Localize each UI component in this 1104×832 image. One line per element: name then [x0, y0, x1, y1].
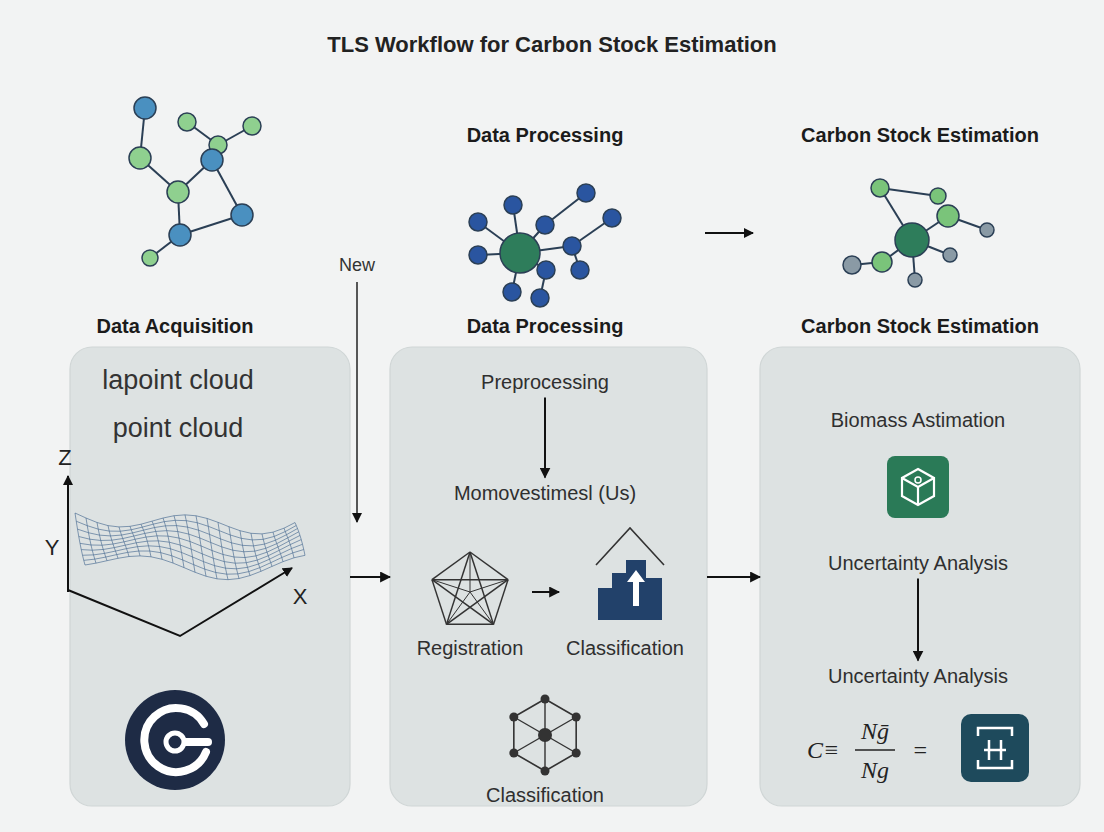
step-box: Biomass Astimation: [824, 405, 1013, 436]
stage-panel: Data ProcessingPreprocessingMomovestimes…: [390, 347, 707, 806]
formula-term: Nḡ: [861, 718, 889, 745]
section-label: Carbon Stock Estimation: [801, 124, 1039, 147]
axis-label: Y: [45, 535, 60, 561]
step-label: Momovestimesl (Us): [454, 482, 636, 505]
axis-label: Z: [58, 445, 71, 471]
analysis-icon: [961, 714, 1029, 782]
step-label: Registration: [417, 637, 524, 660]
panel-background: [390, 347, 707, 806]
step-box: Classification: [559, 550, 691, 662]
formula-term: C≡: [807, 737, 839, 764]
title-holder: TLS Workflow for Carbon Stock Estimation: [0, 0, 449, 26]
step-label: Preprocessing: [481, 371, 609, 394]
biomass-icon: [887, 456, 949, 518]
classification-icon: [596, 528, 664, 620]
axis-label: X: [293, 584, 308, 610]
xy-axis: [68, 568, 292, 636]
step-label: Biomass Astimation: [831, 409, 1006, 432]
new-arrow: [356, 282, 358, 522]
panel-heading: Data Processing: [467, 315, 624, 338]
step-label: Classification: [486, 784, 604, 807]
logo-icon: [125, 690, 225, 790]
panel-heading: Carbon Stock Estimation: [801, 315, 1039, 338]
step-box: Uncertainty Analysis: [821, 661, 1015, 692]
z-axis: [67, 476, 69, 592]
step-label: Classification: [566, 637, 684, 660]
step-box: Registration: [408, 550, 532, 662]
step-label: lapoint cloud point cloud: [78, 356, 278, 452]
stage-panel: Data Acquisitionlapoint cloud point clou…: [70, 347, 350, 806]
flow-arrow: [532, 591, 559, 593]
fraction-bar: [855, 749, 895, 751]
flow-arrow: [544, 398, 546, 478]
diagram-title: TLS Workflow for Carbon Stock Estimation: [327, 32, 776, 58]
step-box: Uncertainty Analysis: [821, 548, 1015, 579]
section-label: Data Processing: [467, 124, 624, 147]
flow-arrow: [917, 579, 919, 661]
registration-icon: [432, 552, 508, 624]
step-label: Uncertainty Analysis: [828, 665, 1008, 688]
flow-arrow: [707, 576, 760, 578]
panel-background: [70, 347, 350, 806]
step-box: Classification: [479, 780, 611, 811]
step-box: Momovestimesl (Us): [447, 478, 643, 509]
formula-term: =: [912, 737, 928, 764]
step-label: Uncertainty Analysis: [828, 552, 1008, 575]
flow-arrow: [350, 576, 390, 578]
top-arrow: [705, 232, 753, 234]
panel-heading: Data Acquisition: [96, 315, 253, 338]
formula-term: Ng: [861, 757, 889, 784]
panel-backgrounds: [70, 347, 1080, 806]
label-holder: Data ProcessingCarbon Stock EstimationNe…: [0, 0, 238, 253]
network-icon: [509, 695, 580, 776]
panel-background: [760, 347, 1080, 806]
section-label: New: [339, 255, 375, 276]
step-box: Preprocessing: [474, 367, 616, 398]
point-cloud-mesh: [75, 513, 305, 580]
